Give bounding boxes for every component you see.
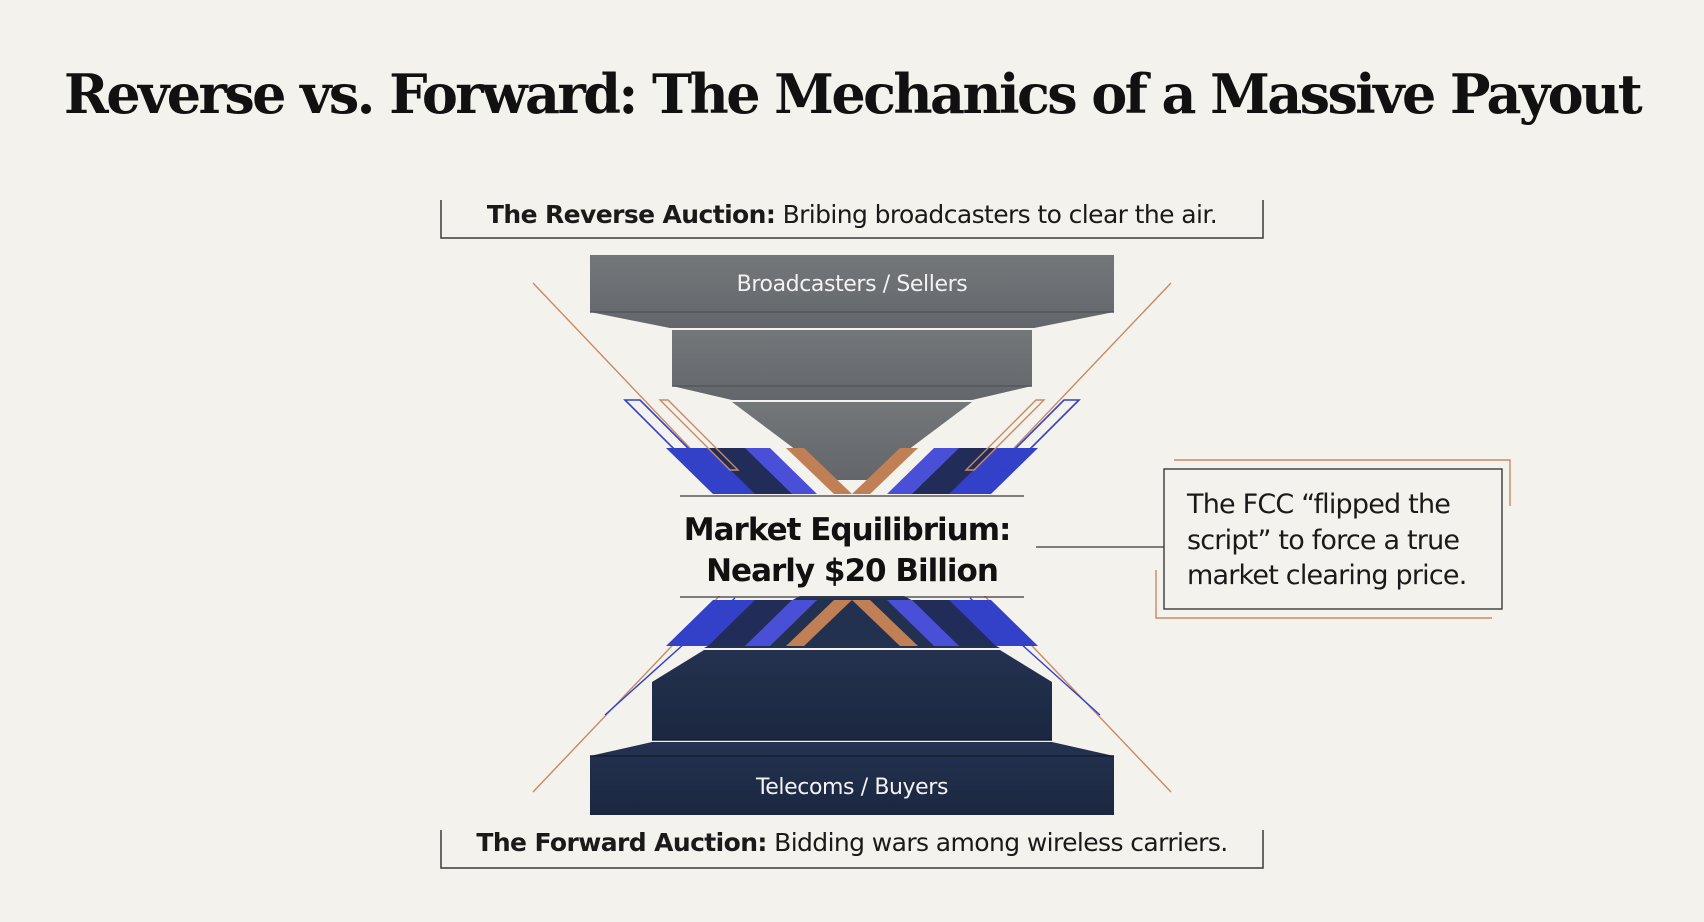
reverse-auction-label: The Reverse Auction: Bribing broadcaster… xyxy=(487,200,1217,229)
copper-x-bottom xyxy=(786,600,852,646)
buyers-tier-1 xyxy=(590,742,1114,815)
forward-auction-bracket: The Forward Auction: Bidding wars among … xyxy=(440,828,1264,869)
buyers-label: Telecoms / Buyers xyxy=(755,775,948,800)
fcc-callout: The FCC “flipped the script” to force a … xyxy=(1155,459,1511,619)
page-title: Reverse vs. Forward: The Mechanics of a … xyxy=(63,62,1643,126)
reverse-auction-bracket: The Reverse Auction: Bribing broadcaster… xyxy=(440,200,1264,239)
sellers-tier-3 xyxy=(732,402,972,480)
forward-auction-label: The Forward Auction: Bidding wars among … xyxy=(476,828,1227,857)
upper-wings xyxy=(623,399,1081,494)
sellers-funnel: Broadcasters / Sellers xyxy=(590,255,1114,480)
sellers-label: Broadcasters / Sellers xyxy=(737,272,968,297)
lower-wings xyxy=(666,600,1038,646)
equilibrium-label: Market Equilibrium: Nearly $20 Billion xyxy=(684,512,1020,589)
buyers-funnel: Telecoms / Buyers xyxy=(590,596,1114,815)
sellers-tier-2 xyxy=(672,330,1032,400)
equilibrium-band: Market Equilibrium: Nearly $20 Billion xyxy=(680,495,1024,598)
sellers-tier-1 xyxy=(590,255,1114,328)
copper-x-top xyxy=(786,448,852,494)
callout-text: The FCC “flipped the script” to force a … xyxy=(1186,489,1467,591)
